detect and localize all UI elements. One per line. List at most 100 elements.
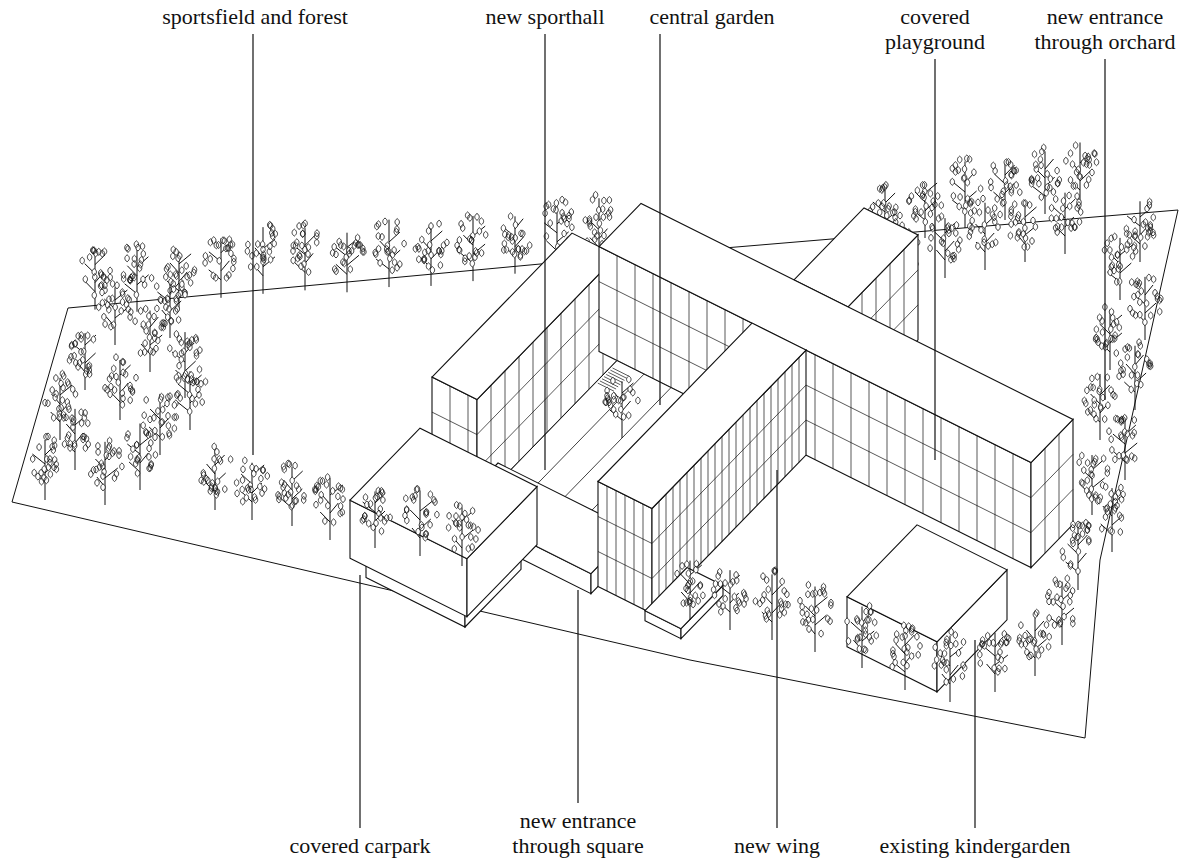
- tree-leaves: [988, 159, 1022, 207]
- tree: [413, 220, 449, 286]
- tree-leaves: [1117, 339, 1153, 393]
- facade-line: [851, 373, 852, 478]
- tree: [203, 236, 236, 298]
- tree-leaves: [125, 422, 158, 477]
- tree: [174, 370, 208, 430]
- tree-leaves: [711, 568, 748, 615]
- tree-leaves: [1077, 452, 1110, 502]
- tree-leaves: [203, 236, 236, 281]
- tree: [446, 502, 480, 567]
- tree: [103, 354, 139, 420]
- tree: [1029, 144, 1062, 214]
- facade-line: [995, 445, 996, 550]
- callout-label: covered playground: [879, 4, 991, 54]
- facade-line: [736, 422, 737, 527]
- tree: [675, 560, 705, 620]
- tree-leaves: [978, 630, 1011, 675]
- tree: [89, 437, 125, 505]
- callout-label: sportsfield and forest: [125, 4, 385, 29]
- facade-line: [708, 451, 709, 556]
- facade-line: [869, 382, 870, 487]
- tree-leaves: [245, 221, 277, 270]
- tree: [845, 602, 879, 668]
- tree-trunk: [681, 561, 702, 620]
- tree-leaves: [276, 460, 307, 510]
- building-face: [432, 233, 617, 400]
- facade-line: [743, 415, 744, 520]
- tree-leaves: [62, 403, 90, 451]
- tree-leaves: [154, 278, 187, 325]
- tree-leaves: [199, 443, 233, 498]
- building-face: [598, 323, 806, 508]
- tree-leaves: [43, 370, 78, 421]
- tree-leaves: [950, 155, 983, 215]
- facade-line: [432, 412, 477, 435]
- tree-leaves: [932, 628, 967, 685]
- facade-line: [1031, 454, 1073, 497]
- tree-leaves: [413, 220, 449, 273]
- tree: [907, 182, 944, 239]
- tree-leaves: [89, 437, 125, 491]
- facade-line: [1045, 448, 1046, 553]
- tree: [245, 221, 277, 293]
- tree-leaves: [501, 213, 532, 260]
- front-trees: [313, 474, 1126, 702]
- leader-line: [252, 34, 253, 455]
- tree-leaves: [1017, 609, 1051, 660]
- tree: [978, 630, 1011, 692]
- facade-line: [792, 365, 793, 470]
- building-volume: [350, 428, 537, 617]
- tree: [1102, 233, 1138, 300]
- tree-leaves: [121, 241, 154, 298]
- tree-leaves: [1128, 274, 1163, 326]
- tree-leaves: [30, 433, 58, 485]
- tree: [928, 213, 962, 278]
- tree-leaves: [164, 246, 197, 296]
- facade-line: [715, 444, 716, 549]
- tree-leaves: [1029, 144, 1062, 201]
- facade-line: [799, 357, 800, 462]
- leader-line: [544, 34, 545, 470]
- tree: [373, 218, 406, 287]
- leader-line: [577, 590, 578, 803]
- leader-line: [659, 34, 660, 405]
- tree-leaves: [967, 195, 1002, 250]
- facade-line: [607, 486, 608, 591]
- tree-leaves: [1060, 519, 1091, 574]
- tree: [798, 581, 834, 652]
- tree: [711, 568, 748, 630]
- tree-leaves: [67, 332, 95, 378]
- tree-leaves: [80, 247, 113, 299]
- tree-trunk: [1113, 418, 1137, 480]
- facade-line: [617, 256, 618, 361]
- facade-line: [643, 504, 644, 609]
- tree-leaves: [603, 376, 640, 420]
- building-face: [645, 568, 723, 629]
- tree-leaves: [403, 486, 439, 542]
- tree-leaves: [103, 354, 139, 409]
- tree-leaves: [360, 487, 392, 535]
- leader-line: [934, 59, 935, 460]
- facade-line: [671, 283, 672, 388]
- tree-leaves: [313, 474, 346, 526]
- facade-line: [659, 501, 660, 606]
- tree: [1095, 483, 1125, 552]
- facade-line: [694, 465, 695, 570]
- facade-line: [616, 491, 617, 596]
- tree: [1124, 198, 1156, 262]
- tree-leaves: [1102, 233, 1138, 285]
- facade-line: [561, 313, 562, 418]
- tree: [1117, 339, 1153, 410]
- facade-line: [905, 400, 906, 505]
- facade-line: [1013, 454, 1014, 559]
- tree: [1107, 414, 1137, 480]
- tree: [234, 457, 269, 520]
- facade-line: [757, 401, 758, 506]
- facade-line: [1031, 489, 1073, 532]
- tree-trunk: [762, 574, 782, 640]
- facade-line: [505, 371, 506, 476]
- facade-line: [785, 372, 786, 477]
- facade-line: [519, 356, 520, 461]
- tree-leaves: [1082, 373, 1117, 422]
